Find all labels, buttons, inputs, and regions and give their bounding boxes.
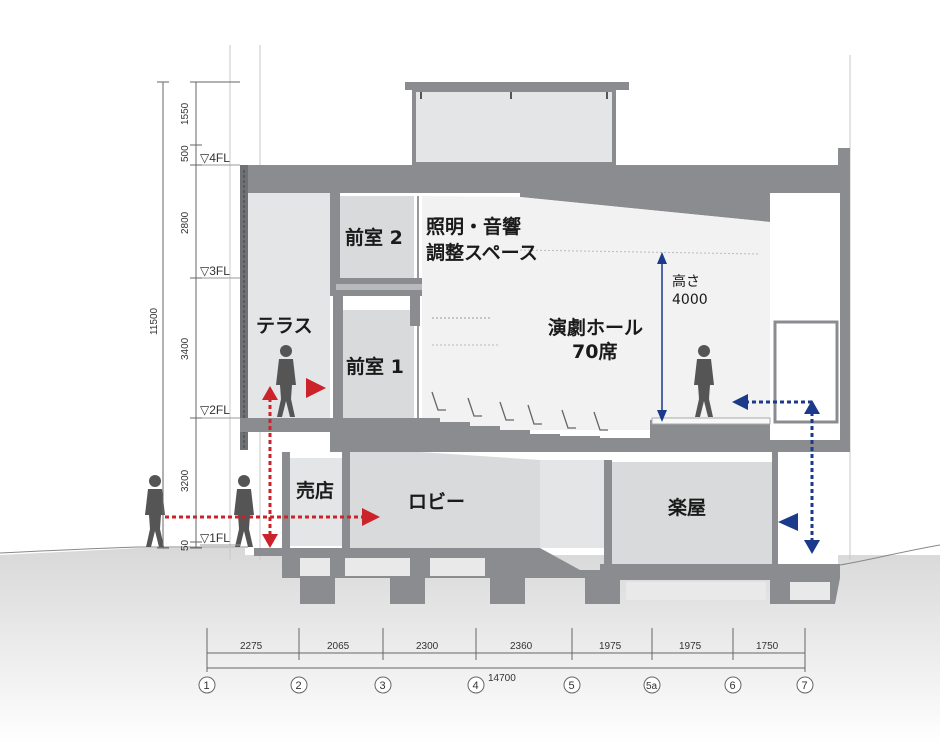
dressing-room-label: 楽屋 xyxy=(668,496,706,519)
grid-axis-markers xyxy=(198,676,814,694)
person-silhouette-icon xyxy=(145,475,165,547)
roof-slab xyxy=(240,148,850,452)
triangle-arrow-icon xyxy=(362,508,380,526)
level-2fl: ▽2FL xyxy=(200,403,230,417)
height-label: 高さ xyxy=(672,273,700,290)
penthouse-roof xyxy=(405,82,629,90)
axis-7: 7 xyxy=(802,680,808,692)
dim-1975b: 1975 xyxy=(679,641,702,652)
triangle-arrow-icon xyxy=(804,400,820,414)
triangle-arrow-icon xyxy=(804,540,820,554)
dim-1975a: 1975 xyxy=(599,641,622,652)
axis-5: 5 xyxy=(569,680,575,692)
ground-line xyxy=(0,546,248,554)
lobby-back xyxy=(540,460,606,548)
penthouse-marks xyxy=(420,92,608,99)
person-silhouette-icon xyxy=(234,475,254,547)
hall-ceiling xyxy=(520,193,770,222)
anteroom-1-label: 前室 1 xyxy=(346,355,404,378)
terrace-label: テラス xyxy=(256,315,313,337)
theater-hall xyxy=(422,196,770,430)
level-4fl: ▽4FL xyxy=(200,151,230,165)
theater-hall-label: 演劇ホール xyxy=(548,316,643,339)
vertical-dim-lines xyxy=(157,81,240,549)
shop xyxy=(290,458,342,546)
anteroom-2-label: 前室 2 xyxy=(345,226,403,249)
dim-50: 50 xyxy=(180,539,191,551)
foundation xyxy=(282,548,840,604)
axis-2: 2 xyxy=(296,680,302,692)
level-lines xyxy=(200,164,240,546)
axis-6: 6 xyxy=(730,680,736,692)
anteroom-1-col xyxy=(410,296,420,326)
dim-500: 500 xyxy=(180,145,191,162)
dim-total-11500: 11500 xyxy=(149,307,160,335)
penthouse xyxy=(412,88,616,166)
dim-3400: 3400 xyxy=(180,337,191,360)
anteroom-2 xyxy=(340,196,414,278)
shop-wall-l xyxy=(282,452,290,548)
lighting-sound-label: 照明・音響 xyxy=(426,215,521,238)
dim-3200: 3200 xyxy=(180,469,191,492)
triangle-arrow-icon xyxy=(306,378,326,398)
axis-5a: 5a xyxy=(646,681,658,692)
anteroom-1 xyxy=(342,310,414,418)
level-1fl: ▽1FL xyxy=(200,531,230,545)
dim-2065: 2065 xyxy=(327,641,350,652)
triangle-arrow-icon xyxy=(778,513,798,531)
dim-2800: 2800 xyxy=(180,211,191,234)
foundation-voids xyxy=(300,558,830,600)
stair-tower xyxy=(773,320,839,424)
slab-3f-inner xyxy=(336,284,492,290)
entry-flow xyxy=(165,378,380,548)
hall-height-dim xyxy=(657,252,667,422)
stage-platform xyxy=(651,417,771,425)
backstage-flow xyxy=(732,394,820,554)
seating-tiers xyxy=(420,418,840,452)
dim-2300: 2300 xyxy=(416,641,439,652)
triangle-arrow-icon xyxy=(732,394,748,410)
triangle-arrow-icon xyxy=(262,386,278,400)
entry-step xyxy=(254,548,282,556)
ground-line-right xyxy=(839,544,940,566)
slab-2f xyxy=(240,418,420,452)
dim-1750: 1750 xyxy=(756,641,779,652)
anteroom-2-wall xyxy=(330,193,340,278)
height-value: 4000 xyxy=(672,292,708,308)
lobby-col xyxy=(604,460,612,570)
lobby-label: ロビー xyxy=(408,491,465,513)
level-3fl: ▽3FL xyxy=(200,264,230,278)
dim-2275: 2275 xyxy=(240,641,263,652)
dressing-room-wall xyxy=(772,452,778,564)
seats-row xyxy=(431,391,608,431)
seats-label: 70席 xyxy=(572,340,617,363)
horizontal-dim-lines xyxy=(206,628,806,672)
axis-3: 3 xyxy=(380,680,386,692)
control-space-label: 調整スペース xyxy=(426,241,538,264)
dim-1550: 1550 xyxy=(180,102,191,125)
lobby xyxy=(350,452,540,548)
axis-4: 4 xyxy=(473,680,479,692)
axis-1: 1 xyxy=(204,680,210,692)
dim-2360: 2360 xyxy=(510,641,533,652)
shop-label: 売店 xyxy=(296,479,334,502)
right-exterior xyxy=(778,452,838,564)
triangle-arrow-icon xyxy=(262,534,278,548)
anteroom-1-wall xyxy=(333,296,343,418)
hall-catwalk xyxy=(519,249,761,255)
dressing-room xyxy=(612,462,772,564)
shop-wall-r xyxy=(342,452,350,548)
dim-total-14700: 14700 xyxy=(488,673,516,684)
